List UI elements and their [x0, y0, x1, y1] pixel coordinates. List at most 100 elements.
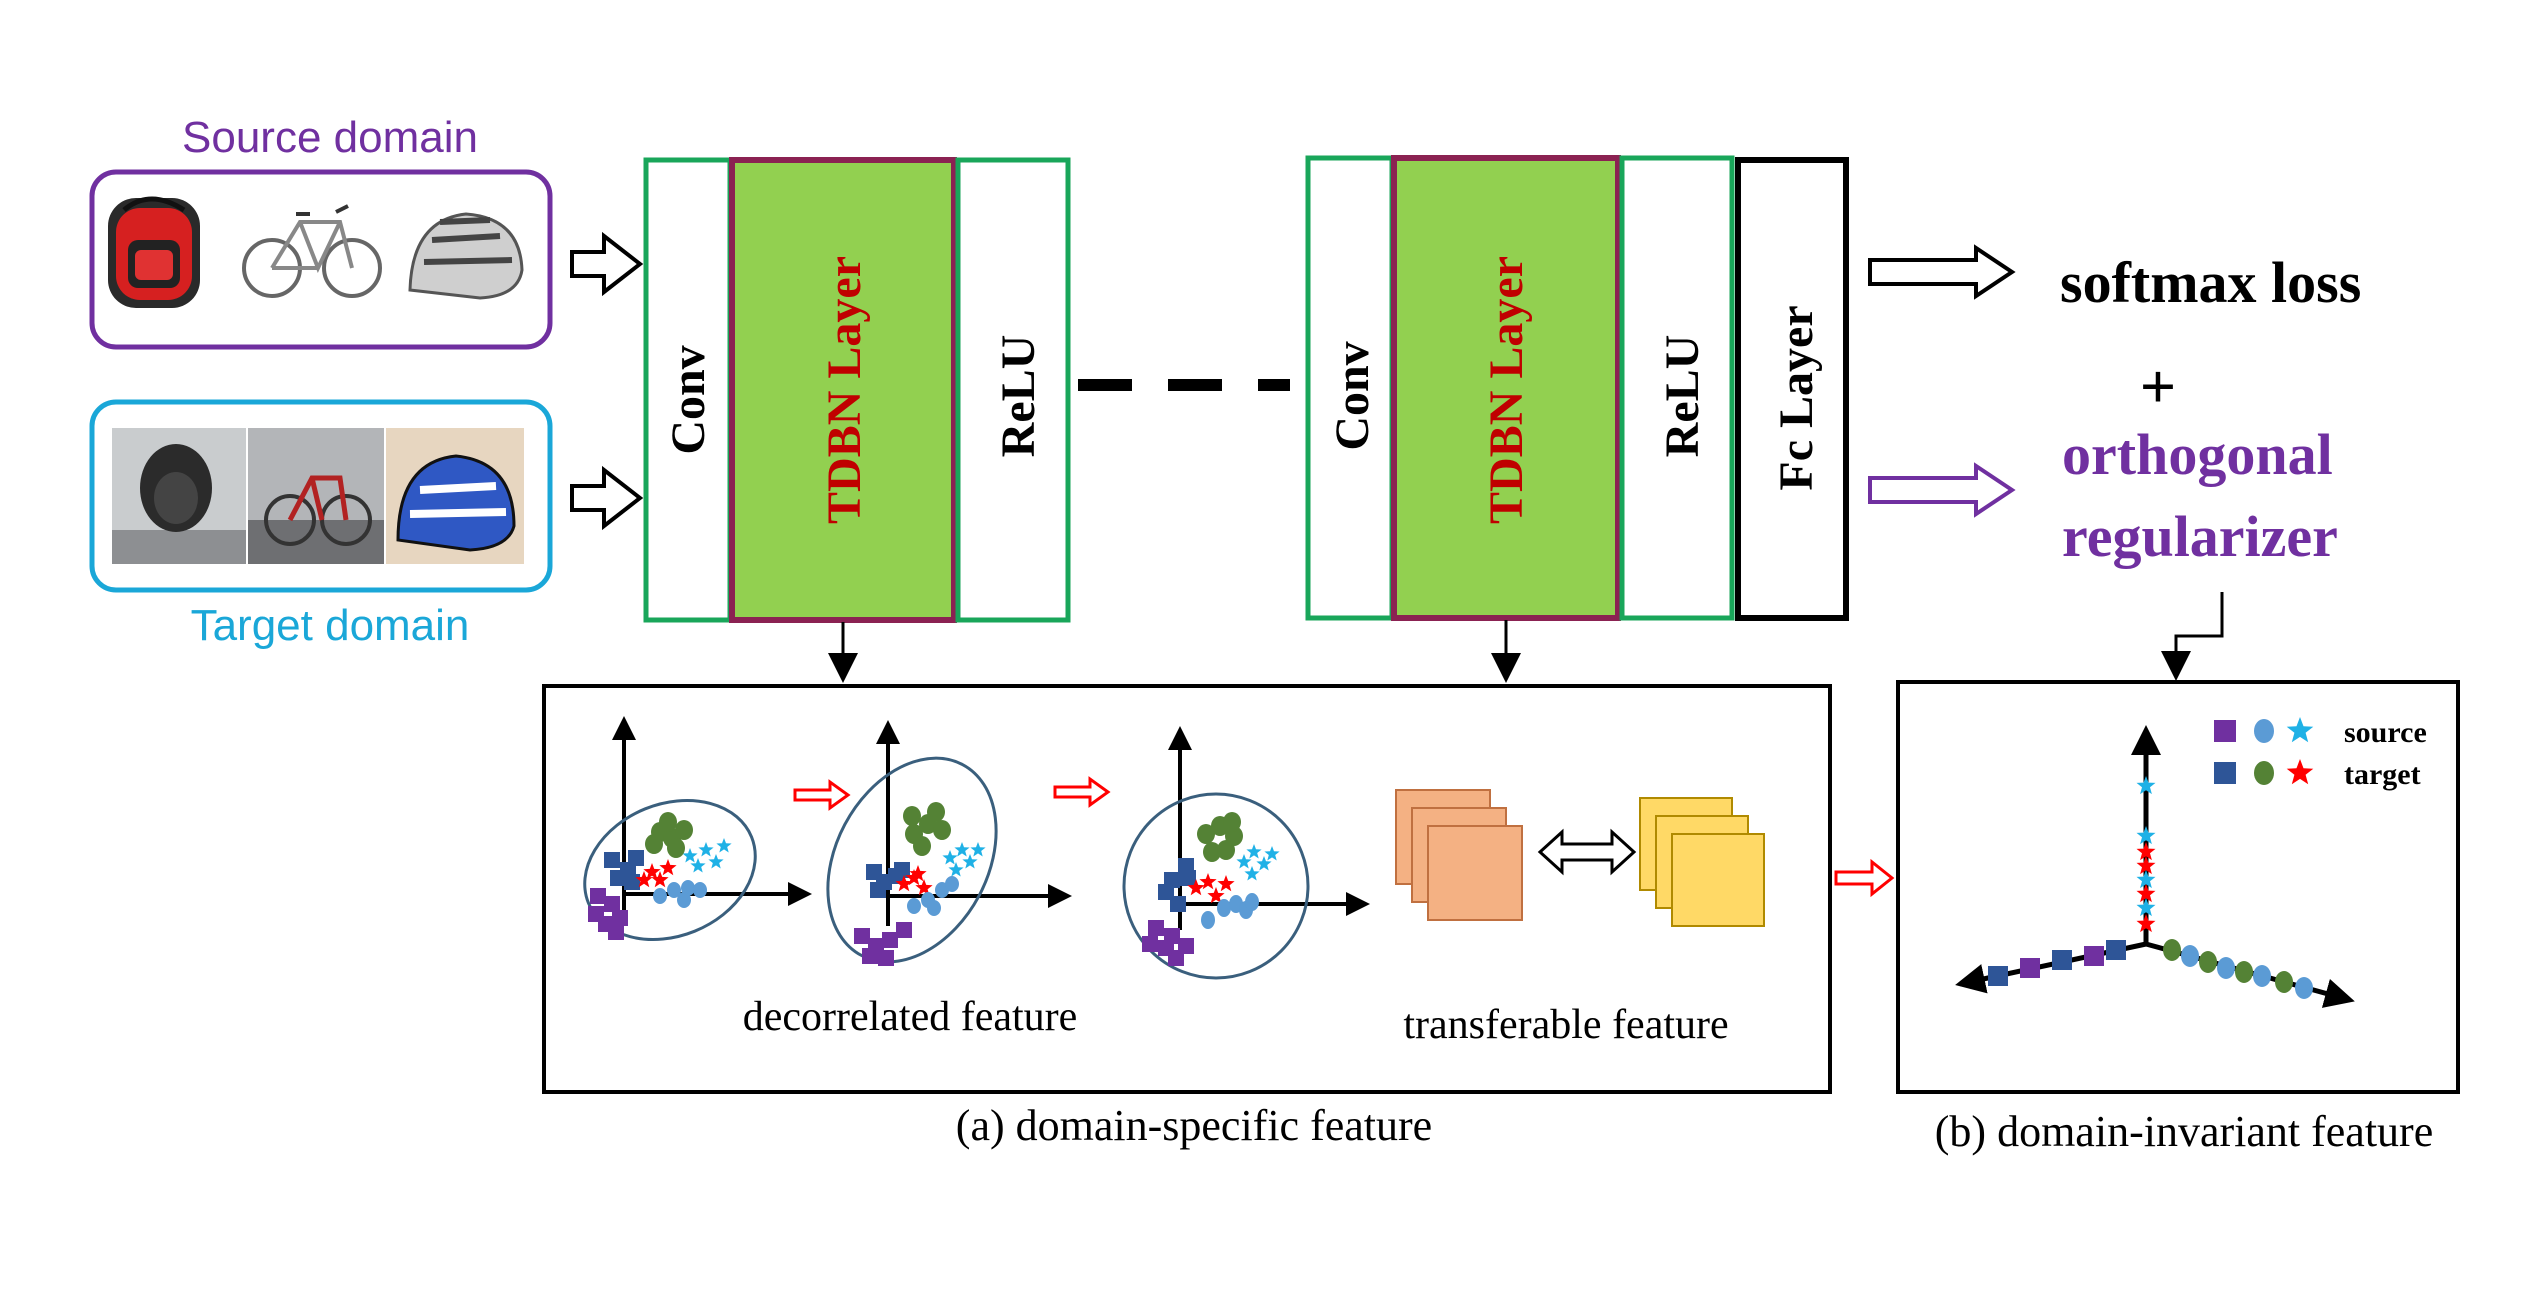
scatter-plot-2	[826, 720, 1072, 966]
square-marker	[894, 862, 910, 878]
circle-marker	[667, 838, 685, 858]
circle-marker	[1217, 899, 1231, 917]
circle-marker	[1245, 893, 1259, 911]
star-marker	[2136, 870, 2156, 889]
target-feature-maps	[1639, 797, 1765, 927]
star-marker	[909, 865, 927, 882]
circle-marker	[1223, 812, 1241, 832]
square-marker	[854, 928, 870, 944]
tdbn-layer-2	[1391, 155, 1621, 621]
star-marker	[2136, 914, 2156, 933]
star-marker	[1217, 875, 1235, 892]
circle-marker	[927, 900, 941, 916]
square-marker	[1988, 966, 2008, 986]
circle-marker	[927, 802, 945, 822]
source-input-arrow	[570, 231, 644, 297]
legend-source-square	[2214, 720, 2236, 742]
relu-layer-2-label: ReLU	[1656, 335, 1709, 458]
circle-marker	[2217, 957, 2235, 979]
circle-marker	[681, 880, 695, 896]
target-helmet-photo	[386, 428, 524, 564]
target-domain-label: Target domain	[191, 601, 470, 650]
square-marker	[2106, 940, 2126, 960]
circle-marker	[945, 876, 959, 892]
orthogonal-label: orthogonal	[2062, 422, 2333, 487]
star-marker	[2136, 884, 2156, 903]
star-marker	[716, 838, 732, 853]
square-marker	[604, 852, 620, 868]
legend-target-circle	[2254, 761, 2274, 785]
conv-layer-2-label: Conv	[1326, 341, 1379, 450]
legend-source-star	[2286, 717, 2314, 743]
regularizer-to-panel-b-arrow	[2161, 592, 2224, 681]
target-domain-box	[89, 399, 553, 593]
feature-transfer-arrow	[1537, 828, 1637, 876]
tdbn-layer-2-label: TDBN Layer	[1480, 256, 1533, 524]
circle-marker	[667, 882, 681, 898]
square-marker	[1148, 920, 1164, 936]
circle-marker	[1201, 911, 1215, 929]
transferable-feature-label: transferable feature	[1403, 1002, 1728, 1048]
panel-a-frame	[542, 684, 1832, 1094]
circle-marker	[1217, 840, 1235, 860]
square-marker	[2052, 950, 2072, 970]
target-input-arrow	[570, 465, 644, 531]
square-marker	[1170, 896, 1186, 912]
star-marker	[2136, 842, 2156, 861]
conv-layer-1-label: Conv	[662, 345, 715, 454]
decorrelated-feature-label: decorrelated feature	[743, 994, 1078, 1040]
softmax-loss-label: softmax loss	[2060, 250, 2361, 315]
conv-layer-2	[1305, 155, 1395, 621]
square-marker	[896, 922, 912, 938]
circle-marker	[2199, 951, 2217, 973]
fc-layer	[1735, 157, 1849, 621]
square-marker	[608, 924, 624, 940]
square-marker	[612, 910, 628, 926]
square-marker	[1178, 858, 1194, 874]
star-marker	[948, 862, 964, 877]
circle-marker	[659, 812, 677, 832]
backpack-image	[108, 196, 200, 308]
relu-layer-1	[955, 157, 1071, 623]
star-marker	[1244, 866, 1260, 881]
scatter-plot-3	[1122, 726, 1370, 980]
star-marker	[643, 863, 661, 880]
star-marker	[1264, 846, 1280, 861]
circle-marker	[2163, 939, 2181, 961]
panel-b-caption: (b) domain-invariant feature	[1935, 1107, 2433, 1156]
panel-a-caption: (a) domain-specific feature	[956, 1101, 1432, 1150]
square-marker	[862, 948, 878, 964]
square-marker	[610, 870, 626, 886]
source-feature-maps	[1395, 789, 1523, 921]
legend: source target	[2214, 716, 2427, 791]
step-arrow-1	[793, 779, 851, 811]
cluster-ellipse-2	[826, 756, 998, 964]
square-marker	[882, 932, 898, 948]
network-block-2: Conv TDBN Layer ReLU Fc Layer	[1305, 155, 1849, 621]
square-marker	[1164, 872, 1180, 888]
circle-marker	[2253, 965, 2271, 987]
cluster-ellipse-1	[583, 798, 757, 942]
square-marker	[1142, 936, 1158, 952]
circle-marker	[2275, 971, 2293, 993]
circle-marker	[913, 836, 931, 856]
star-marker	[2136, 898, 2156, 917]
source-domain-label: Source domain	[182, 113, 478, 162]
square-marker	[624, 874, 640, 890]
star-marker	[1187, 879, 1205, 896]
circle-marker	[907, 898, 921, 914]
star-marker	[708, 854, 724, 869]
softmax-output-arrow	[1868, 244, 2016, 300]
legend-target-square	[2214, 762, 2236, 784]
circle-marker	[903, 806, 921, 826]
legend-source-label: source	[2344, 716, 2427, 749]
network-block-1: Conv TDBN Layer ReLU	[643, 157, 1071, 623]
square-marker	[2084, 946, 2104, 966]
circle-marker	[653, 888, 667, 904]
step-arrow-2	[1053, 776, 1111, 808]
regularizer-label: regularizer	[2062, 504, 2338, 569]
star-marker	[1236, 854, 1252, 869]
square-marker	[604, 896, 620, 912]
panel-transition-arrow	[1834, 858, 1895, 898]
